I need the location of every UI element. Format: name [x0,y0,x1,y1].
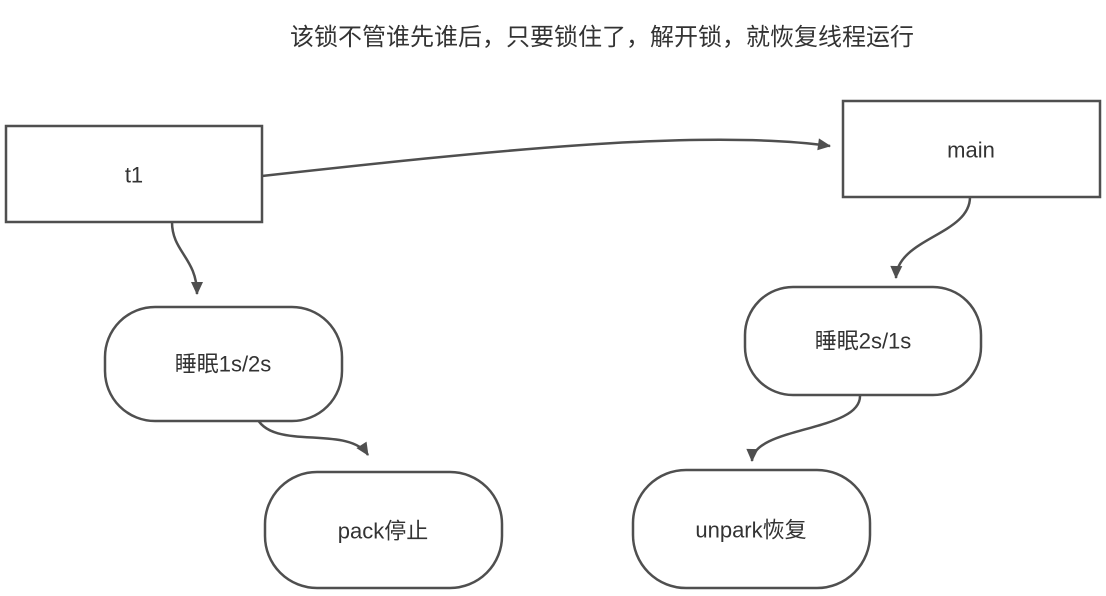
edge-t1-to-main [261,138,831,178]
node-main-label: main [947,138,995,163]
node-sleep-t1: 睡眠1s/2s [103,305,344,423]
node-sleep-main-shape [743,285,983,397]
node-pack-stop-label: pack停止 [338,519,428,544]
node-main-shape [841,99,1102,199]
edge-sleep-t1-to-pack-stop [254,415,370,456]
diagram-title: 该锁不管谁先谁后，只要锁住了，解开锁，就恢复线程运行 [290,24,914,51]
node-t1-label: t1 [125,163,143,188]
node-sleep-main: 睡眠2s/1s [743,285,983,397]
node-sleep-t1-shape [103,305,344,423]
node-unpark-resume: unpark恢复 [631,468,872,590]
node-pack-stop-shape [263,470,504,590]
node-unpark-resume-shape [631,468,872,590]
edge-sleep-main-to-unpark [746,394,862,462]
edge-main-to-sleep-main [890,196,972,279]
node-sleep-t1-label: 睡眠1s/2s [175,352,272,377]
node-unpark-resume-label: unpark恢复 [695,518,806,543]
edge-t1-to-sleep-t1 [170,221,203,295]
node-t1-shape [4,124,264,224]
node-t1: t1 [4,124,264,224]
node-main: main [841,99,1102,199]
node-sleep-main-label: 睡眠2s/1s [815,329,912,354]
node-pack-stop: pack停止 [263,470,504,590]
